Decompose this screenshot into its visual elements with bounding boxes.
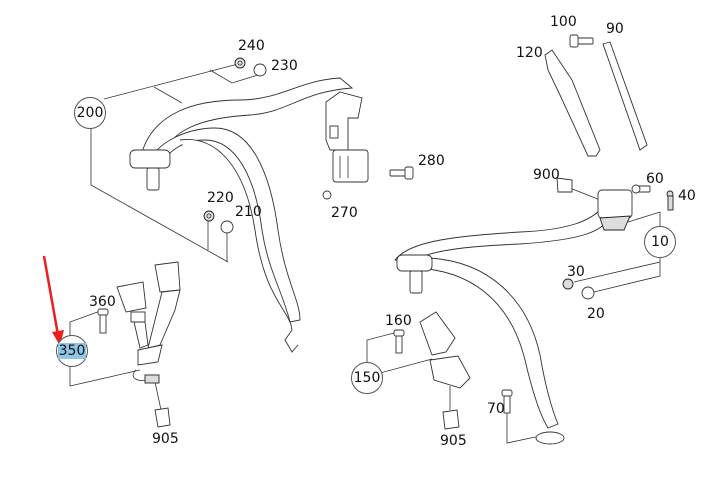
label-100[interactable]: 100 <box>550 14 577 30</box>
label-120[interactable]: 120 <box>516 45 543 61</box>
label-160[interactable]: 160 <box>385 313 412 329</box>
double-buckle-350 <box>97 261 181 428</box>
belt-guide-loop-left <box>129 149 171 169</box>
label-280[interactable]: 280 <box>418 153 445 169</box>
callout-350-highlight: 350 <box>57 343 87 359</box>
washer-220-icon <box>203 210 215 222</box>
height-adjuster-rail-90 <box>602 41 648 151</box>
rail-cover-120 <box>544 49 601 157</box>
bolt-100-icon <box>569 34 594 48</box>
label-230[interactable]: 230 <box>271 58 298 74</box>
callout-200[interactable]: 200 <box>74 97 106 129</box>
label-40[interactable]: 40 <box>678 188 696 204</box>
callout-350[interactable]: 350 <box>56 335 88 367</box>
clip-40-icon <box>666 190 674 211</box>
washer-240-icon <box>234 57 246 69</box>
bolt-360-icon <box>97 308 109 334</box>
retractor-left <box>325 91 369 183</box>
label-905-left[interactable]: 905 <box>152 431 179 447</box>
bolt-60-icon <box>631 184 651 194</box>
retractor-right <box>597 189 633 231</box>
upper-right-parts <box>544 34 674 300</box>
right-belt <box>394 189 633 445</box>
small-parts-left <box>203 57 414 234</box>
bolt-280-icon <box>389 166 414 180</box>
label-240[interactable]: 240 <box>238 38 265 54</box>
label-20[interactable]: 20 <box>587 306 605 322</box>
belt-guide-loop-right <box>396 254 433 272</box>
label-905-right[interactable]: 905 <box>440 433 467 449</box>
callout-10[interactable]: 10 <box>644 226 676 258</box>
belt-tongue-tab-right <box>409 270 423 294</box>
washer-30-icon <box>562 278 574 290</box>
single-buckle-150 <box>393 311 471 430</box>
label-270[interactable]: 270 <box>331 205 358 221</box>
label-60[interactable]: 60 <box>646 171 664 187</box>
label-30[interactable]: 30 <box>567 264 585 280</box>
cap-210-icon <box>220 220 234 234</box>
damper-900-icon <box>556 177 573 193</box>
upper-belt-200 <box>129 77 369 353</box>
connector-905-left-icon <box>154 407 171 428</box>
label-220[interactable]: 220 <box>207 190 234 206</box>
cap-20-icon <box>581 286 595 300</box>
nut-270-icon <box>322 190 332 200</box>
label-210[interactable]: 210 <box>235 204 262 220</box>
belt-tongue-tab-left <box>146 167 160 191</box>
label-90[interactable]: 90 <box>606 21 624 37</box>
anchor-plate-70 <box>535 431 565 445</box>
label-360[interactable]: 360 <box>89 294 116 310</box>
bolt-160-icon <box>393 329 405 354</box>
cap-230-icon <box>253 63 267 77</box>
connector-905-right-icon <box>442 409 460 430</box>
red-arrow-annotation <box>42 255 64 346</box>
callout-150[interactable]: 150 <box>351 362 383 394</box>
label-900[interactable]: 900 <box>533 167 560 183</box>
label-70[interactable]: 70 <box>487 401 505 417</box>
bolt-70-icon <box>501 389 513 414</box>
